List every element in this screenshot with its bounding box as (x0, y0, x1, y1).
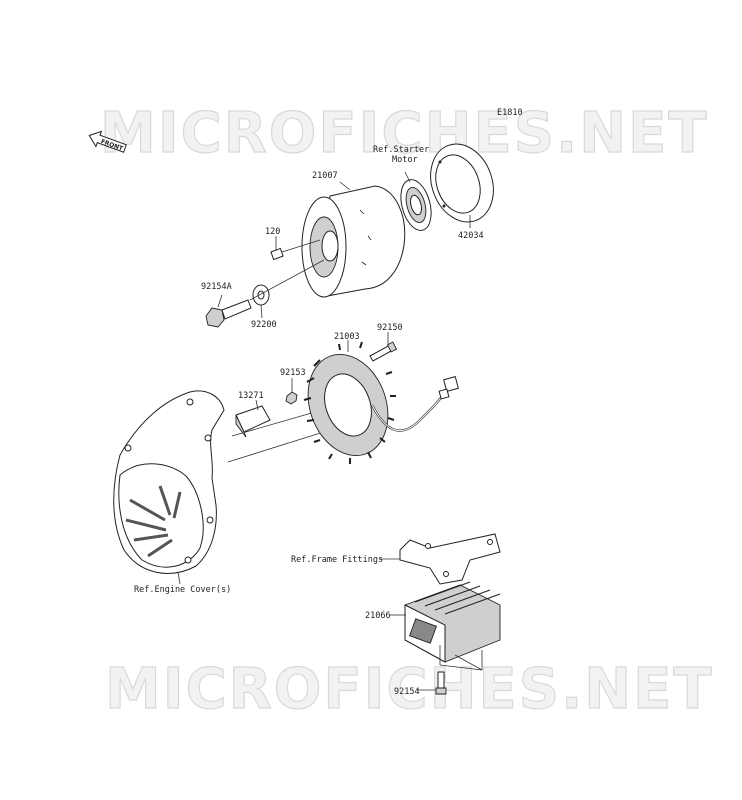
label-42034: 42034 (458, 231, 484, 241)
label-92200: 92200 (251, 320, 277, 330)
label-21066: 21066 (365, 611, 391, 621)
label-92153: 92153 (280, 368, 306, 378)
part-21066-regulator (404, 581, 501, 663)
part-21007-rotor (301, 185, 406, 298)
part-92200-washer (252, 284, 270, 306)
stator-harness (371, 376, 459, 432)
label-21007: 21007 (312, 171, 338, 181)
label-120: 120 (265, 227, 280, 237)
frame-fitting-bracket (399, 533, 501, 585)
part-92154-bolt (435, 671, 447, 695)
part-13271-plate (235, 405, 271, 438)
ref-frame-fittings: Ref.Frame Fittings (291, 555, 383, 565)
front-arrow-icon: FRONT (88, 130, 127, 153)
part-21003-stator (303, 341, 396, 464)
engine-cover (113, 390, 225, 574)
part-92150-bolt (369, 341, 398, 362)
ref-engine-cover: Ref.Engine Cover(s) (134, 585, 231, 595)
ref-starter-motor-line2: Motor (392, 155, 418, 165)
starter-clutch (400, 179, 432, 231)
part-120-key (270, 247, 284, 261)
watermark-bottom: MICROFICHES.NET (105, 657, 714, 722)
label-13271: 13271 (238, 391, 264, 401)
ref-starter-motor-line1: Ref.Starter (373, 145, 429, 155)
watermark-top: MICROFICHES.NET (100, 101, 709, 166)
label-92154A: 92154A (201, 282, 232, 292)
part-92153-bolt (285, 391, 298, 405)
label-21003: 21003 (334, 332, 360, 342)
part-42034-ring (430, 143, 494, 223)
part-92154A-bolt (205, 299, 252, 328)
label-92150: 92150 (377, 323, 403, 333)
diagram-code: E1810 (497, 108, 523, 118)
label-92154: 92154 (394, 687, 420, 697)
